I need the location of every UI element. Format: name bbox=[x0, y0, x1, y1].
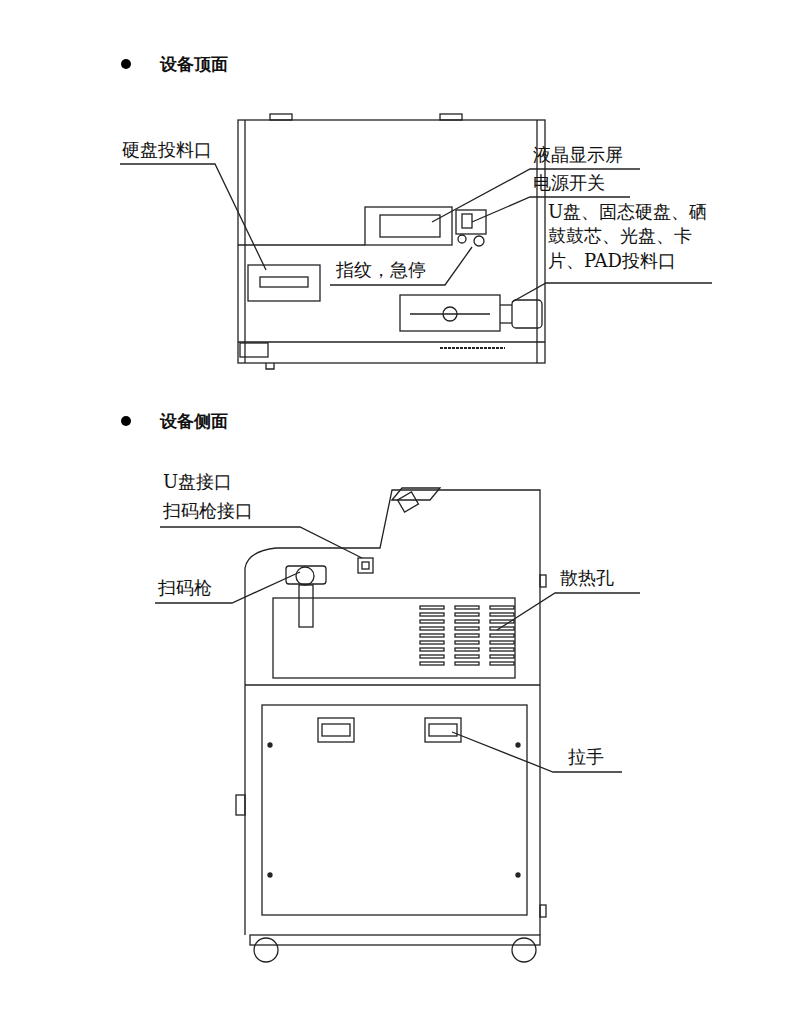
callout-label: 液晶显示屏 bbox=[533, 143, 623, 167]
vent-slot bbox=[490, 655, 514, 658]
callout-label: 硬盘投料口 bbox=[122, 138, 212, 162]
vent-slot bbox=[455, 627, 479, 630]
vent-slot bbox=[490, 634, 514, 637]
callout-label: 扫码枪 bbox=[158, 576, 212, 600]
callout-label: 指纹，急停 bbox=[336, 258, 426, 282]
callout-label: 电源开关 bbox=[533, 171, 605, 195]
callout-label: U盘接口 bbox=[163, 470, 232, 494]
vent-slot bbox=[420, 648, 444, 651]
vent-slot bbox=[490, 662, 514, 665]
vent-slot bbox=[455, 662, 479, 665]
section-heading: 设备顶面 bbox=[160, 53, 228, 76]
vent-slot bbox=[420, 620, 444, 623]
vent-slot bbox=[490, 613, 514, 616]
vent-slot bbox=[490, 641, 514, 644]
vent-slot bbox=[420, 662, 444, 665]
vent-slot bbox=[420, 634, 444, 637]
vent-slot bbox=[455, 655, 479, 658]
vent-slot bbox=[455, 648, 479, 651]
vent-slot bbox=[455, 606, 479, 609]
vent-slot bbox=[420, 606, 444, 609]
callout-label: 扫码枪接口 bbox=[163, 499, 253, 523]
vent-slot bbox=[420, 627, 444, 630]
vent-slot bbox=[455, 634, 479, 637]
vent-slot bbox=[455, 620, 479, 623]
vent-slot bbox=[420, 655, 444, 658]
callout-label: U盘、固态硬盘、硒鼓鼓芯、光盘、卡片、PAD投料口 bbox=[548, 200, 708, 273]
vent-slot bbox=[420, 641, 444, 644]
section-heading: 设备侧面 bbox=[160, 410, 228, 433]
vent-slot bbox=[420, 613, 444, 616]
vent-slot bbox=[490, 648, 514, 651]
callout-label: 散热孔 bbox=[560, 566, 614, 590]
vent-slot bbox=[455, 613, 479, 616]
vent-slot bbox=[490, 606, 514, 609]
callout-label: 拉手 bbox=[568, 745, 604, 769]
vent-slot bbox=[455, 641, 479, 644]
